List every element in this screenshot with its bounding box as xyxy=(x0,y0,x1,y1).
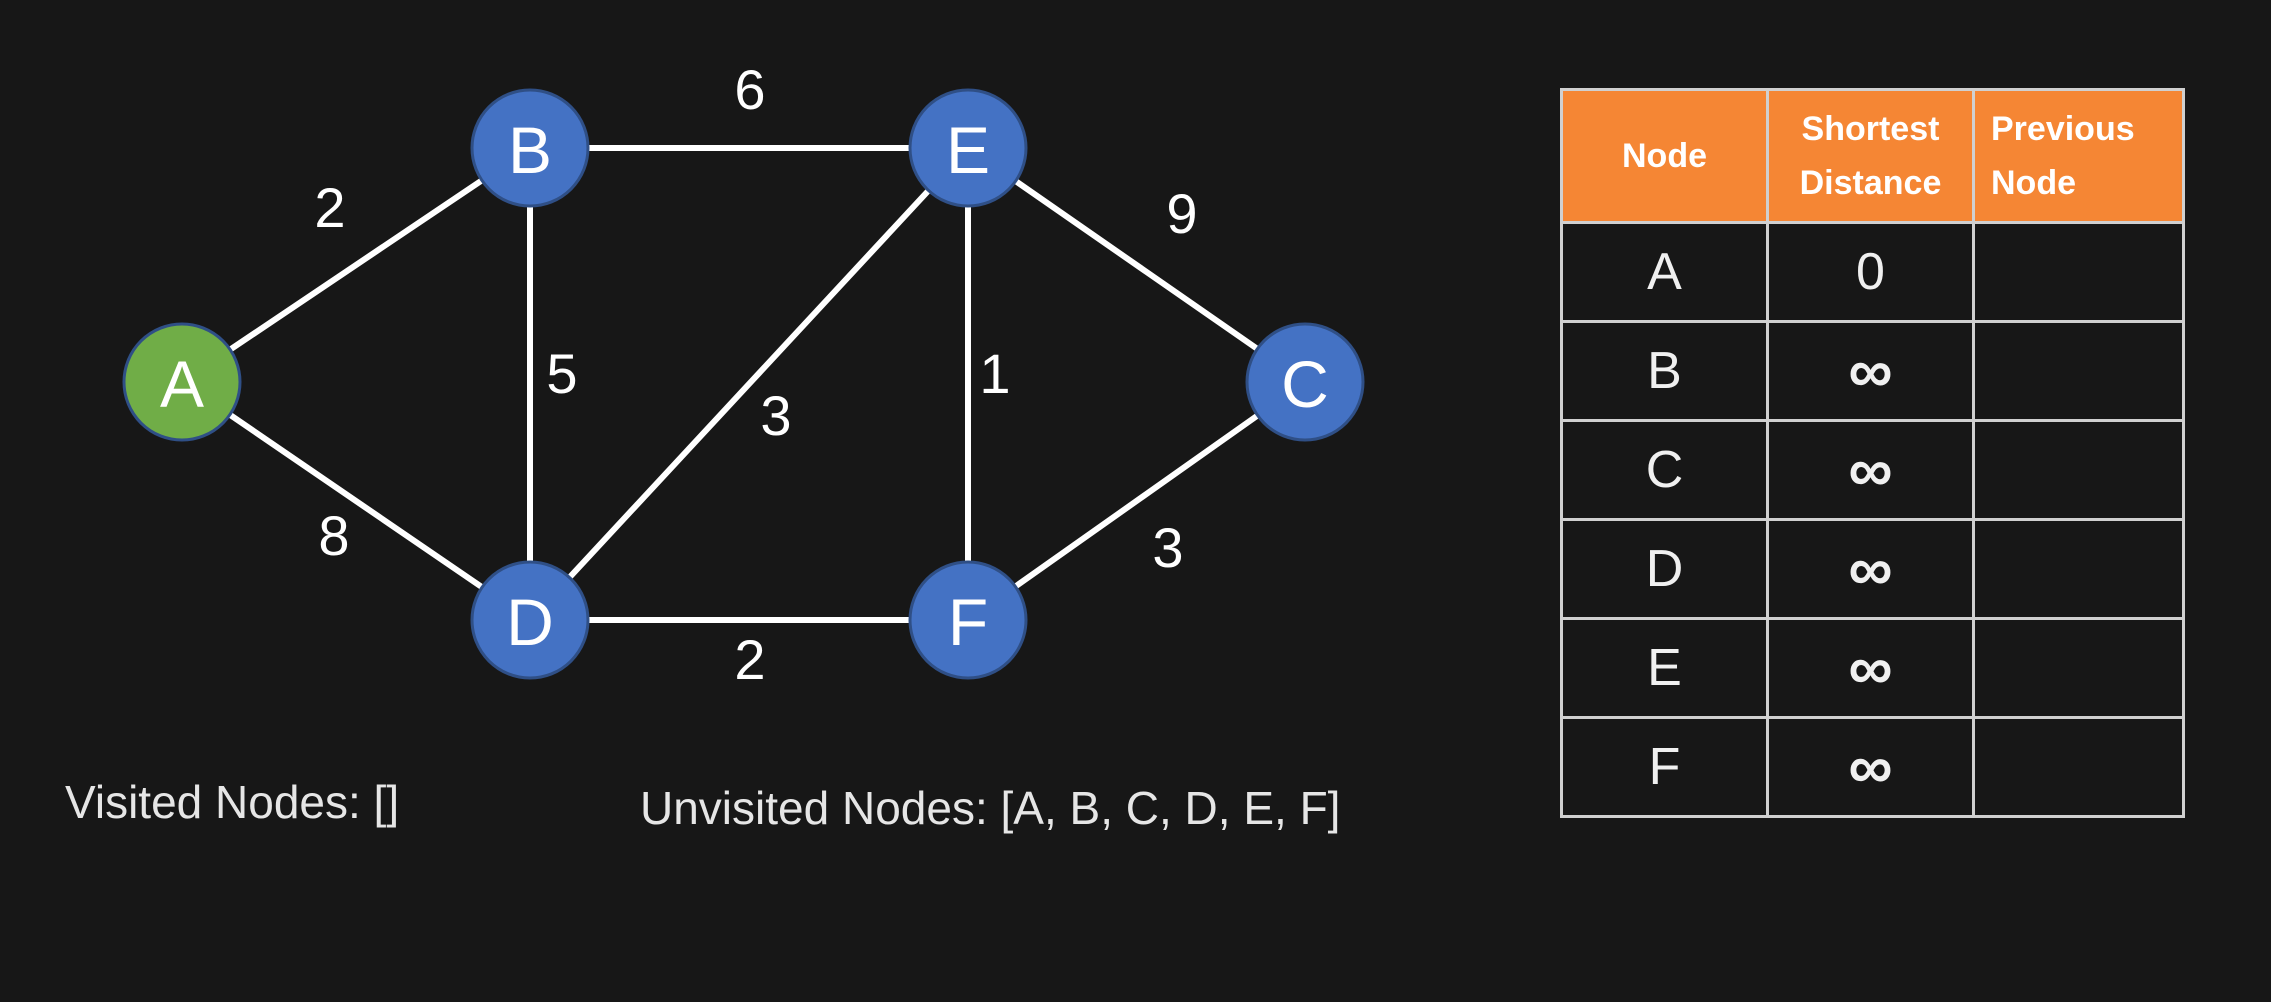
header-node: Node xyxy=(1560,88,1769,224)
node-label-b: B xyxy=(508,113,552,187)
edge-weight-e-c: 9 xyxy=(1166,182,1197,245)
node-label-d: D xyxy=(506,585,554,659)
node-e: E xyxy=(908,88,1028,208)
node-label-f: F xyxy=(948,585,988,659)
node-circle-a xyxy=(122,322,242,442)
graph-diagram: 2 8 6 5 3 1 9 2 3 A B C D E F xyxy=(122,58,1365,691)
edge-weight-d-e: 3 xyxy=(760,384,791,447)
node-a: A xyxy=(122,322,242,442)
edge-e-c xyxy=(965,145,1308,385)
cell-shortest-distance: ∞ xyxy=(1766,518,1975,620)
nodes-layer: A B C D E F xyxy=(122,88,1365,680)
edge-weight-a-d: 8 xyxy=(318,504,349,567)
edge-f-c xyxy=(965,379,1308,623)
cell-shortest-distance: ∞ xyxy=(1766,716,1975,818)
node-f: F xyxy=(908,560,1028,680)
edge-weight-b-d: 5 xyxy=(546,342,577,405)
cell-shortest-distance: 0 xyxy=(1766,221,1975,323)
edge-a-d xyxy=(179,379,533,623)
table-row-b: B∞ xyxy=(1560,320,2185,422)
cell-previous-node xyxy=(1972,320,2185,422)
node-d: D xyxy=(470,560,590,680)
cell-node: B xyxy=(1560,320,1769,422)
cell-node: F xyxy=(1560,716,1769,818)
table-row-d: D∞ xyxy=(1560,518,2185,620)
cell-node: D xyxy=(1560,518,1769,620)
node-label-c: C xyxy=(1281,347,1329,421)
edges-layer xyxy=(179,145,1308,623)
edge-a-b xyxy=(179,145,533,385)
node-label-e: E xyxy=(946,113,990,187)
edge-d-e xyxy=(527,145,971,623)
edge-weight-d-f: 2 xyxy=(734,628,765,691)
cell-shortest-distance: ∞ xyxy=(1766,419,1975,521)
edge-weights-layer: 2 8 6 5 3 1 9 2 3 xyxy=(314,58,1197,691)
node-label-a: A xyxy=(160,347,204,421)
cell-previous-node xyxy=(1972,419,2185,521)
edge-weight-e-f: 1 xyxy=(979,342,1010,405)
cell-previous-node xyxy=(1972,518,2185,620)
cell-previous-node xyxy=(1972,617,2185,719)
cell-previous-node xyxy=(1972,716,2185,818)
table-row-e: E∞ xyxy=(1560,617,2185,719)
cell-previous-node xyxy=(1972,221,2185,323)
node-circle-e xyxy=(908,88,1028,208)
visited-nodes-label: Visited Nodes: [] xyxy=(65,776,400,828)
table-row-c: C∞ xyxy=(1560,419,2185,521)
edge-weight-b-e: 6 xyxy=(734,58,765,121)
cell-node: C xyxy=(1560,419,1769,521)
cell-shortest-distance: ∞ xyxy=(1766,617,1975,719)
node-circle-d xyxy=(470,560,590,680)
node-c: C xyxy=(1245,322,1365,442)
node-circle-c xyxy=(1245,322,1365,442)
node-circle-b xyxy=(470,88,590,208)
edge-weight-f-c: 3 xyxy=(1152,516,1183,579)
cell-shortest-distance: ∞ xyxy=(1766,320,1975,422)
node-b: B xyxy=(470,88,590,208)
edge-weight-a-b: 2 xyxy=(314,176,345,239)
cell-node: E xyxy=(1560,617,1769,719)
cell-node: A xyxy=(1560,221,1769,323)
unvisited-nodes-label: Unvisited Nodes: [A, B, C, D, E, F] xyxy=(640,782,1341,834)
node-circle-f xyxy=(908,560,1028,680)
table-row-f: F∞ xyxy=(1560,716,2185,818)
